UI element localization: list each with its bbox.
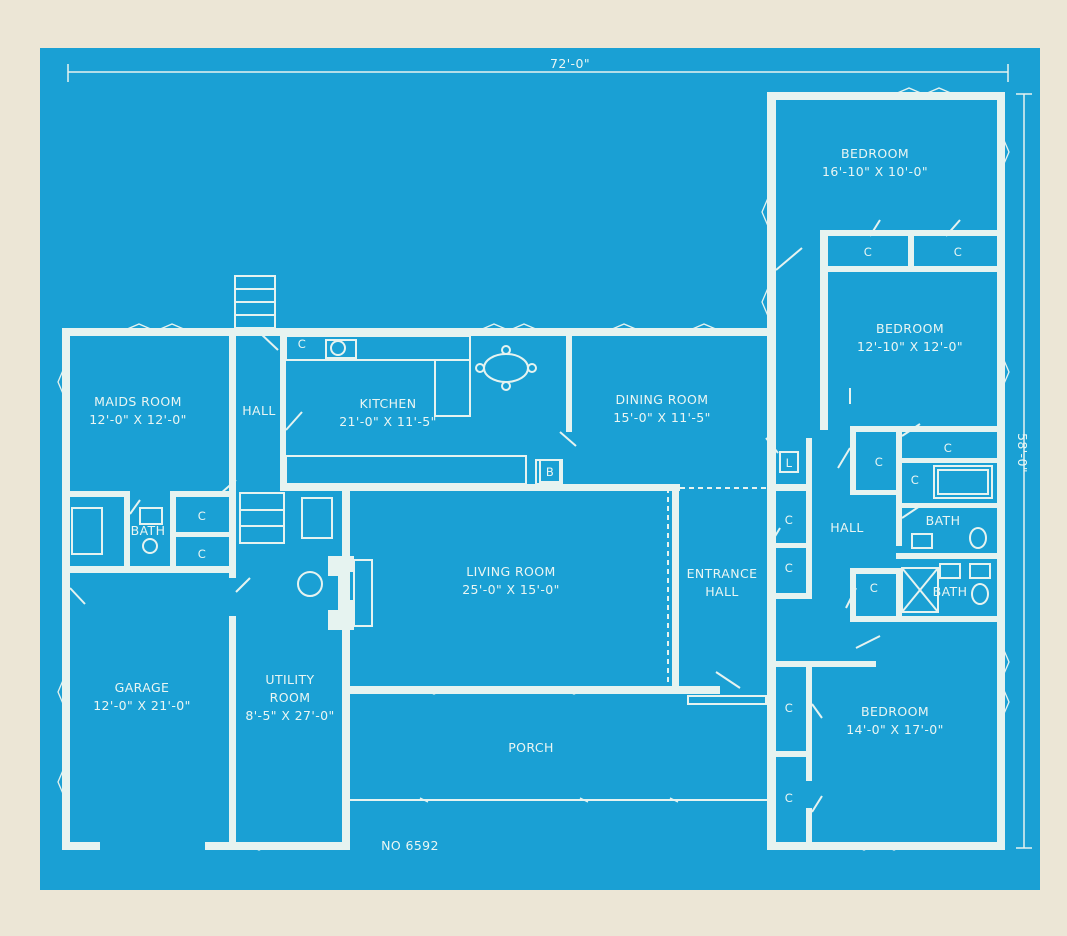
closet-label: C (875, 455, 883, 469)
linen-closet-box (779, 451, 799, 473)
kitchen-size: 21'-0" X 11'-5" (339, 414, 437, 429)
floor-plan-sheet: 72'-0" 58'-0" (40, 48, 1040, 890)
maids-room-label: MAIDS ROOM (94, 394, 182, 409)
living-room-label: LIVING ROOM (466, 564, 555, 579)
closet-label: C (785, 791, 793, 805)
garage-label: GARAGE (115, 680, 170, 695)
closet-label: C (864, 245, 872, 259)
living-room-size: 25'-0" X 15'-0" (462, 582, 560, 597)
utility-room-label-1: UTILITY (265, 672, 314, 687)
bedroom-3-size: 14'-0" X 17'-0" (846, 722, 944, 737)
fireplace (297, 556, 373, 630)
garage-size: 12'-0" X 21'-0" (93, 698, 191, 713)
bath-upper-label: BATH (926, 513, 961, 528)
utility-room-label-2: ROOM (270, 690, 311, 705)
hall-right-label: HALL (830, 520, 863, 535)
bedroom-1-label: BEDROOM (841, 146, 909, 161)
closet-label: C (298, 337, 306, 351)
interior-steps (239, 492, 333, 544)
porch-label: PORCH (508, 740, 554, 755)
walls (62, 92, 1005, 850)
linen-label: L (786, 456, 793, 470)
plan-number: NO 6592 (381, 838, 439, 853)
bedroom-2-size: 12'-10" X 12'-0" (857, 339, 963, 354)
closet-label: C (944, 441, 952, 455)
exterior-steps (234, 275, 276, 329)
entrance-hall-label-1: ENTRANCE (687, 566, 758, 581)
broom-label: B (546, 465, 554, 479)
kitchen-counters (285, 335, 563, 485)
hall-left-label: HALL (242, 403, 275, 418)
closet-label: C (870, 581, 878, 595)
depth-dimension-line (1016, 93, 1032, 849)
floor-plan-drawing: 72'-0" 58'-0" (57, 56, 1032, 853)
closet-label: C (911, 473, 919, 487)
closet-label: C (198, 509, 206, 523)
maids-bath-fixtures (71, 507, 163, 555)
closet-label: C (785, 561, 793, 575)
bedroom-3-label: BEDROOM (861, 704, 929, 719)
bath-lower-label: BATH (933, 584, 968, 599)
dining-room-size: 15'-0" X 11'-5" (613, 410, 711, 425)
width-dimension: 72'-0" (550, 56, 590, 71)
bedroom-1-size: 16'-10" X 10'-0" (822, 164, 928, 179)
depth-dimension: 58'-0" (1015, 433, 1030, 473)
entrance-hall-label-2: HALL (705, 584, 738, 599)
windows (57, 87, 1010, 851)
maids-bath-label: BATH (131, 523, 166, 538)
bedroom-2-label: BEDROOM (876, 321, 944, 336)
utility-room-size: 8'-5" X 27'-0" (245, 708, 334, 723)
right-bath-fixtures (901, 465, 993, 613)
broom-closet-box (539, 459, 561, 483)
kitchen-label: KITCHEN (360, 396, 417, 411)
breakfast-table (475, 345, 537, 391)
maids-room-size: 12'-0" X 12'-0" (89, 412, 187, 427)
width-dimension-line (67, 64, 1009, 82)
closet-label: C (198, 547, 206, 561)
closet-label: C (785, 513, 793, 527)
dining-room-label: DINING ROOM (616, 392, 709, 407)
closet-label: C (954, 245, 962, 259)
closet-label: C (785, 701, 793, 715)
door-swings (69, 219, 961, 813)
